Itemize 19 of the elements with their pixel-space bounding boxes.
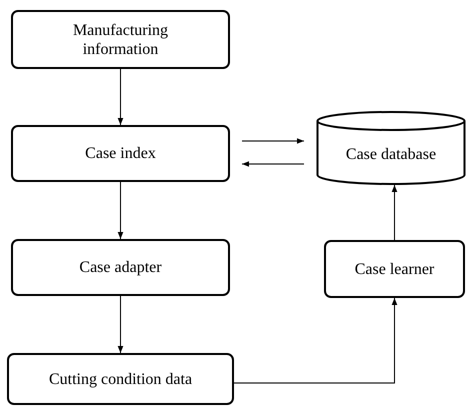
node-label: Case database	[346, 144, 436, 164]
database-cylinder	[316, 111, 466, 185]
node-label: Case index	[85, 144, 156, 163]
process-box	[11, 10, 230, 69]
arrow	[234, 298, 398, 384]
arrow	[118, 296, 124, 354]
arrow	[242, 138, 304, 144]
node-label: Case adapter	[79, 258, 162, 277]
node-label: Manufacturing information	[72, 20, 170, 58]
process-box	[11, 239, 230, 296]
node-label: Case learner	[354, 260, 434, 278]
node-label: Cutting condition data	[48, 370, 192, 388]
arrow	[392, 184, 398, 240]
arrow	[242, 161, 304, 167]
process-box	[11, 125, 230, 182]
arrow	[118, 68, 124, 126]
arrow	[118, 182, 124, 240]
process-box	[7, 353, 234, 405]
process-box	[324, 240, 465, 298]
